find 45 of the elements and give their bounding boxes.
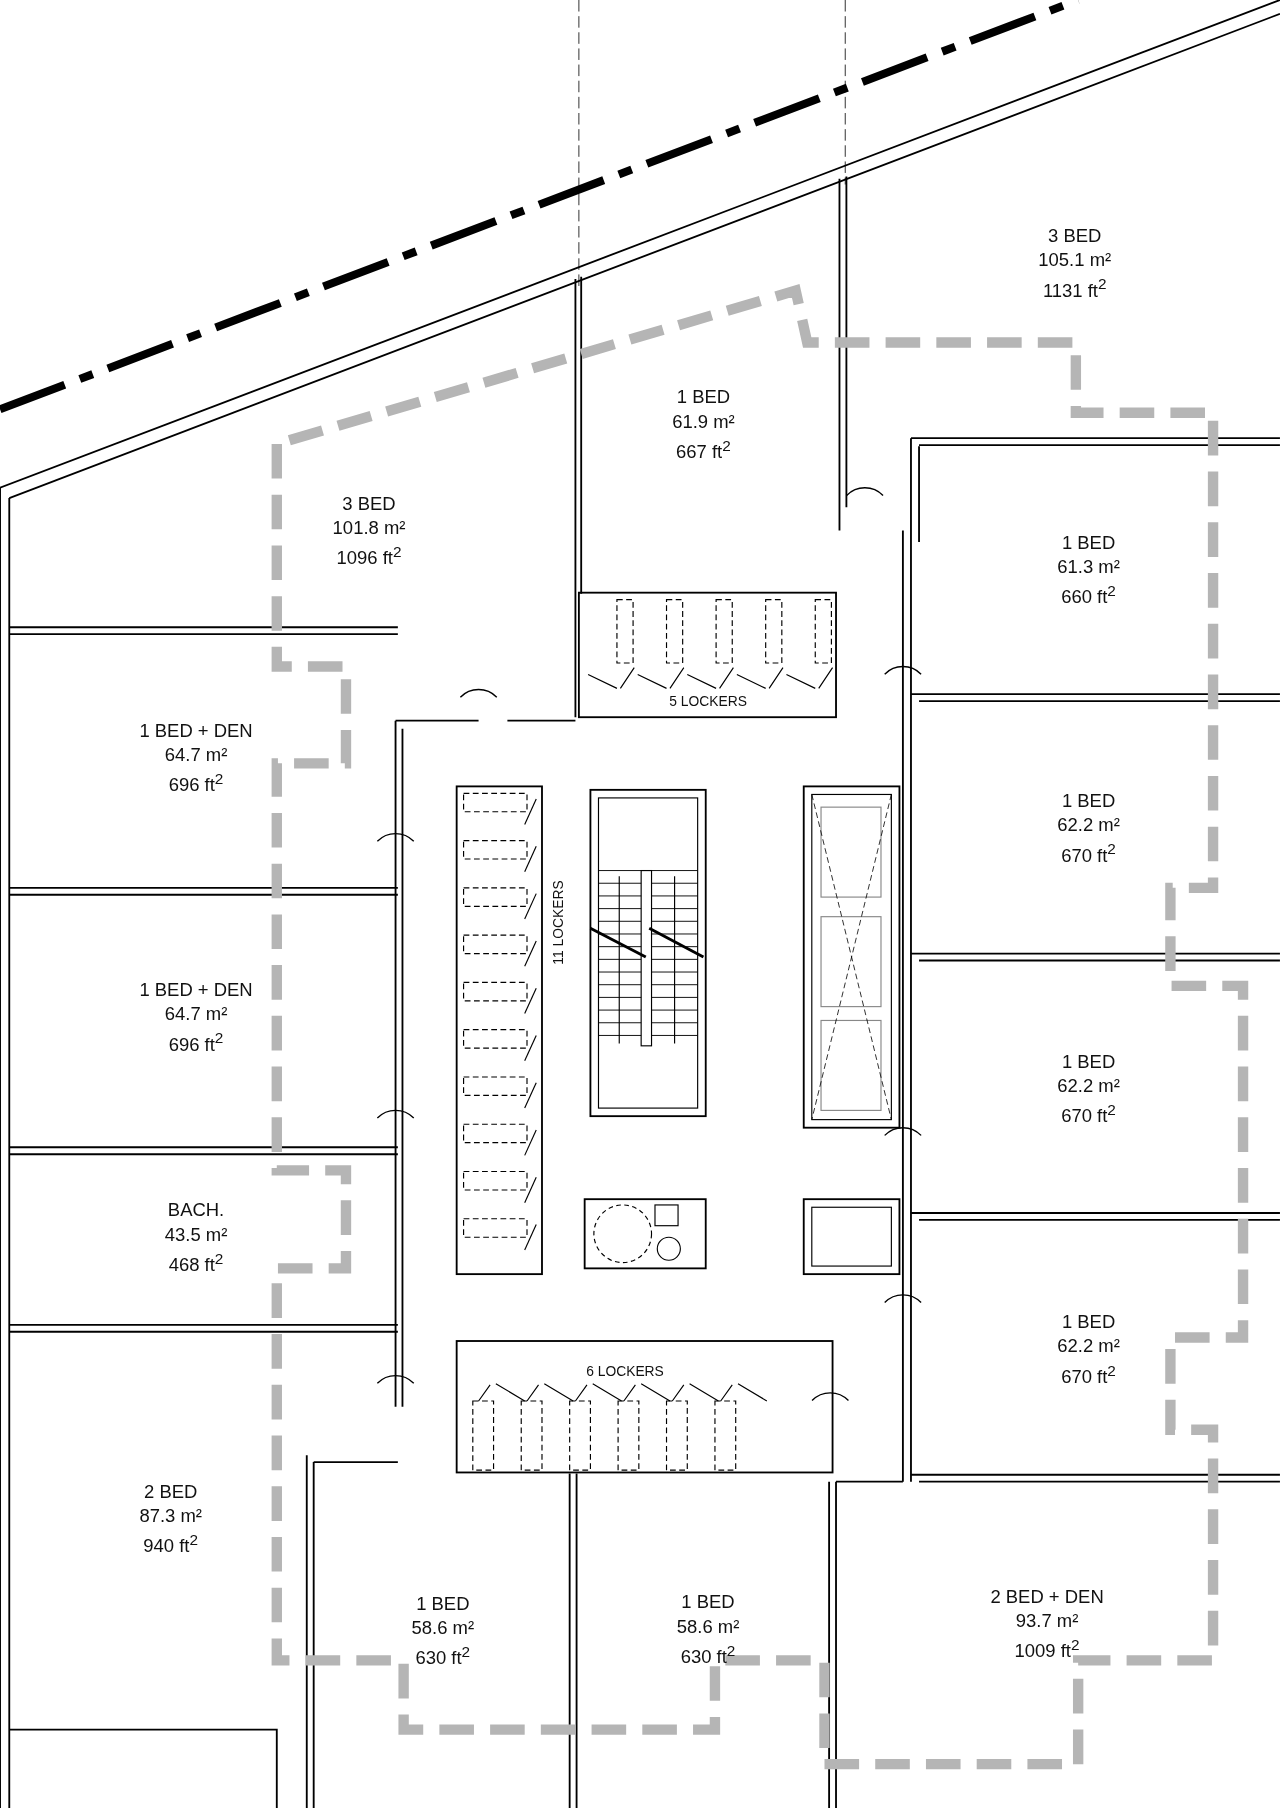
unit-area-imperial: 1096 ft$^{2}$ (336, 541, 402, 570)
unit-type: 1 BED (1061, 789, 1116, 813)
room-label: 6 LOCKERS (586, 1363, 664, 1380)
unit-area-metric: 105.1 m² (1038, 249, 1112, 272)
unit-area-imperial: 630 ft$^{2}$ (415, 1642, 471, 1670)
unit-area-metric: 43.5 m² (164, 1223, 228, 1247)
unit-type: 1 BED (676, 386, 731, 409)
unit-area-imperial: 1009 ft$^{2}$ (1014, 1635, 1080, 1663)
unit-area-imperial: 670 ft$^{2}$ (1061, 1100, 1116, 1128)
unit-type: 1 BED (1061, 1311, 1116, 1334)
unit-area-metric: 62.2 m² (1057, 1074, 1120, 1098)
unit-type: 1 BED + DEN (139, 979, 253, 1002)
unit-type: 3 BED (342, 492, 396, 515)
unit-area-imperial: 1131 ft$^{2}$ (1042, 274, 1107, 302)
unit-area-imperial: 660 ft$^{2}$ (1061, 581, 1116, 609)
unit-area-imperial: 940 ft$^{2}$ (143, 1530, 198, 1558)
unit-area-imperial: 670 ft$^{2}$ (1061, 839, 1116, 868)
unit-area-metric: 64.7 m² (164, 1003, 228, 1026)
unit-area-imperial: 696 ft$^{2}$ (168, 769, 224, 797)
unit-area-metric: 58.6 m² (411, 1616, 475, 1640)
unit-area-metric: 62.2 m² (1057, 1335, 1120, 1358)
unit-area-imperial: 670 ft$^{2}$ (1061, 1360, 1116, 1389)
room-label: 5 LOCKERS (669, 693, 747, 710)
unit-type: 1 BED (1061, 1050, 1116, 1074)
unit-area-imperial: 696 ft$^{2}$ (168, 1028, 224, 1057)
unit-type: 3 BED (1048, 224, 1102, 248)
unit-area-metric: 61.9 m² (672, 410, 735, 434)
unit-area-metric: 62.2 m² (1057, 814, 1120, 837)
unit-area-metric: 61.3 m² (1057, 555, 1120, 579)
unit-area-metric: 64.7 m² (164, 743, 228, 767)
unit-area-imperial: 667 ft$^{2}$ (676, 435, 731, 464)
unit-area-metric: 87.3 m² (139, 1504, 202, 1528)
unit-area-imperial: 468 ft$^{2}$ (168, 1248, 224, 1277)
room-label: 11 LOCKERS (550, 880, 567, 965)
unit-type: 1 BED (1061, 531, 1116, 555)
unit-type: 1 BED (681, 1591, 735, 1614)
unit-type: 1 BED + DEN (139, 719, 253, 743)
unit-type: 2 BED (144, 1480, 198, 1504)
unit-type: 1 BED (416, 1592, 470, 1616)
unit-type: BACH. (167, 1199, 225, 1222)
unit-area-metric: 93.7 m² (1015, 1609, 1079, 1633)
unit-area-metric: 101.8 m² (332, 516, 406, 540)
unit-area-imperial: 630 ft$^{2}$ (680, 1640, 736, 1669)
unit-area-metric: 58.6 m² (676, 1615, 740, 1639)
unit-type: 2 BED + DEN (990, 1585, 1104, 1609)
